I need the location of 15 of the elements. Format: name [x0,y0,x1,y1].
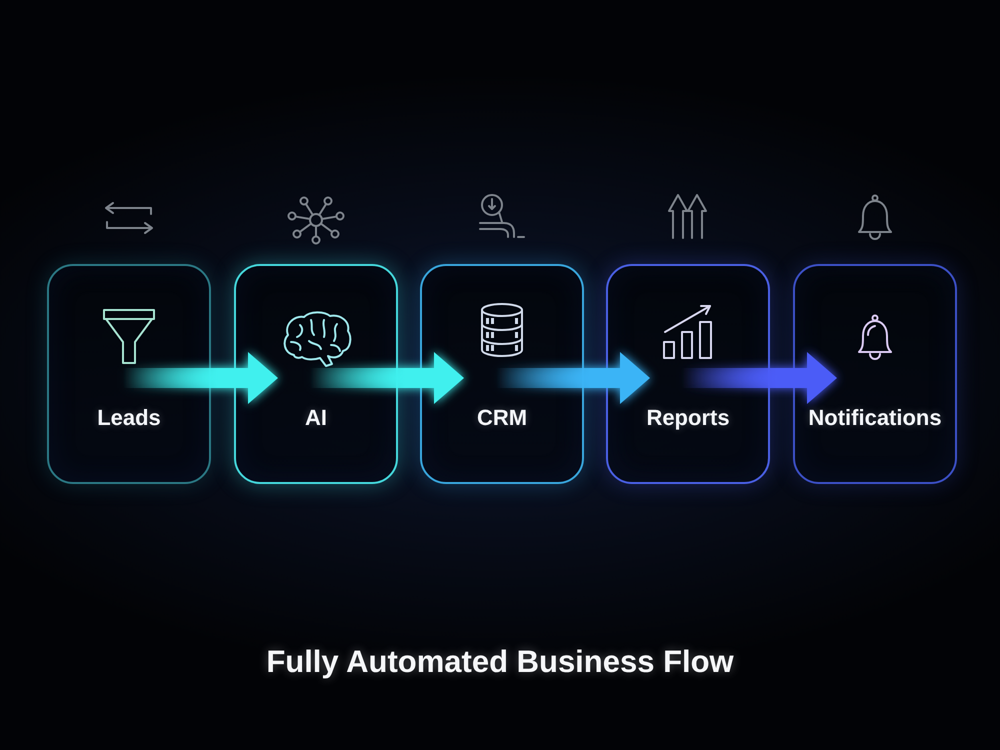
step-label: AI [305,407,327,429]
arrow [682,352,837,404]
arrow [123,352,278,404]
caption-text: Fully Automated Business Flow [266,644,734,680]
step-label: Reports [646,407,730,429]
arrow [496,352,650,404]
step-card [420,264,584,484]
step-label: Notifications [808,407,942,429]
step-card [47,264,211,484]
arrow [310,352,464,404]
step-label: CRM [476,407,528,429]
step-card [606,264,770,484]
step-card [793,264,957,484]
step-label: Leads [97,407,161,429]
step-card [234,264,398,484]
